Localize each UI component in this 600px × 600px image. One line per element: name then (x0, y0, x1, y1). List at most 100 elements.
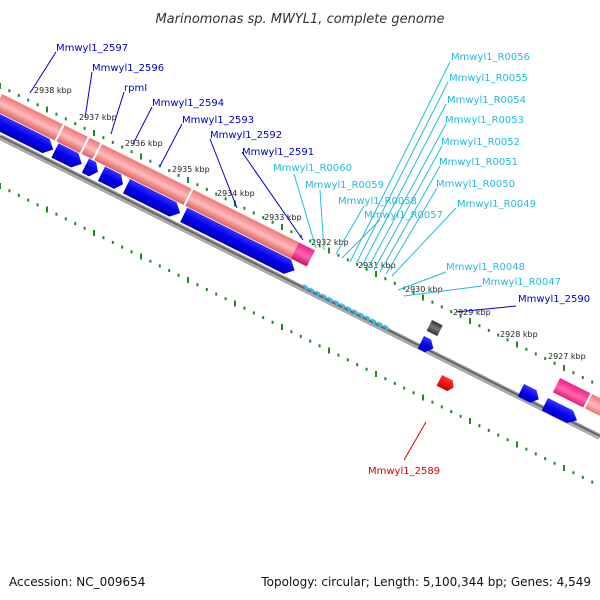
trna-arrow[interactable] (358, 311, 364, 320)
trna-arrow[interactable] (309, 287, 315, 296)
leader-lines (29, 51, 517, 461)
tick-mark (478, 424, 481, 428)
tick-mark (356, 363, 359, 367)
trna-arrow[interactable] (321, 293, 327, 302)
label-mmwyl1-2594[interactable]: Mmwyl1_2594 (152, 98, 224, 109)
gene-bar-rpml[interactable] (81, 137, 101, 160)
tick-mark (83, 226, 86, 230)
scale-label: 2936 kbp (125, 139, 163, 148)
label-mmwyl1-r0055[interactable]: Mmwyl1_R0055 (449, 73, 528, 84)
trna-arrow[interactable] (365, 315, 370, 323)
tick-mark (224, 297, 227, 301)
label-mmwyl1-r0048[interactable]: Mmwyl1_R0048 (446, 262, 525, 273)
tick-mark (243, 306, 246, 310)
rrna-bar-right[interactable] (552, 378, 591, 408)
label-mmwyl1-r0052[interactable]: Mmwyl1_R0052 (441, 137, 520, 148)
tick-mark (375, 371, 377, 377)
tick-mark (591, 480, 594, 484)
tick-mark (497, 333, 500, 337)
trna-arrow[interactable] (315, 290, 321, 299)
trna-arrow[interactable] (334, 299, 339, 308)
label-mmwyl1-2591[interactable]: Mmwyl1_2591 (242, 147, 314, 158)
cds-arrow-2590[interactable] (417, 336, 437, 355)
tick-mark (450, 410, 453, 414)
cds-arrow-2593[interactable] (122, 179, 184, 220)
trna-arrow[interactable] (352, 308, 358, 317)
tick-mark (591, 380, 594, 384)
pink-gene-track (0, 94, 315, 267)
label-mmwyl1-2593[interactable]: Mmwyl1_2593 (182, 115, 254, 126)
trna-arrow[interactable] (340, 302, 346, 311)
label-mmwyl1-r0053[interactable]: Mmwyl1_R0053 (445, 115, 524, 126)
label-mmwyl1-2596[interactable]: Mmwyl1_2596 (92, 63, 164, 74)
genome-summary-text: Topology: circular; Length: 5,100,344 bp… (260, 575, 591, 589)
tick-mark (328, 347, 330, 354)
trna-arrow[interactable] (377, 321, 383, 330)
trna-arrow[interactable] (327, 296, 333, 305)
gene-bar-2597[interactable] (0, 94, 63, 141)
tick-mark (74, 222, 77, 226)
tick-mark (271, 220, 274, 224)
trna-arrow[interactable] (371, 318, 377, 327)
scale-label: 2935 kbp (172, 165, 210, 174)
tick-mark (187, 277, 189, 283)
cds-arrow-2596[interactable] (51, 143, 85, 171)
label-rpml[interactable]: rpmI (124, 83, 147, 94)
cds-arrow-2592[interactable] (180, 207, 298, 278)
tick-mark (440, 305, 443, 309)
label-mmwyl1-r0049[interactable]: Mmwyl1_R0049 (457, 199, 536, 210)
tick-mark (46, 106, 48, 113)
cds-arrow-2594[interactable] (97, 166, 127, 192)
label-mmwyl1-2592[interactable]: Mmwyl1_2592 (210, 130, 282, 141)
gene-bar-2596[interactable] (56, 125, 88, 154)
gene-bar-2593[interactable] (185, 189, 299, 259)
scale-label: 2932 kbp (311, 238, 349, 247)
tick-mark (111, 140, 114, 144)
tick-mark (17, 93, 20, 97)
tick-mark (215, 192, 218, 196)
tick-mark (346, 258, 349, 262)
label-mmwyl1-r0056[interactable]: Mmwyl1_R0056 (451, 52, 530, 63)
tick-mark (55, 212, 58, 216)
cds-arrow-rpml[interactable] (81, 158, 102, 179)
cds-arrow-2589[interactable] (436, 375, 457, 393)
tick-mark (64, 217, 67, 221)
trna-arrow[interactable] (383, 324, 389, 333)
tick-mark (281, 224, 283, 230)
label-mmwyl1-r0050[interactable]: Mmwyl1_R0050 (436, 179, 515, 190)
tick-mark (309, 339, 312, 343)
tick-row-upper (0, 83, 594, 384)
cds-arrow-2597[interactable] (0, 112, 57, 157)
tick-mark (544, 457, 547, 461)
label-mmwyl1-r0059[interactable]: Mmwyl1_R0059 (305, 180, 384, 191)
trna-arrow[interactable] (303, 284, 308, 292)
tick-mark (93, 230, 95, 236)
scale-label: 2933 kbp (264, 213, 302, 222)
tick-mark (290, 230, 293, 234)
label-mmwyl1-r0054[interactable]: Mmwyl1_R0054 (447, 95, 526, 106)
gene-bar-2594[interactable] (94, 144, 192, 205)
label-mmwyl1-r0060[interactable]: Mmwyl1_R0060 (273, 163, 352, 174)
tick-mark (177, 273, 180, 277)
tick-mark (8, 89, 11, 93)
tick-mark (337, 353, 340, 357)
tick-mark (17, 193, 20, 197)
trna-arrow[interactable] (346, 305, 352, 314)
label-mmwyl1-2590[interactable]: Mmwyl1_2590 (518, 294, 590, 305)
cds-arrow-right-2[interactable] (541, 398, 580, 427)
label-mmwyl1-r0051[interactable]: Mmwyl1_R0051 (439, 157, 518, 168)
label-mmwyl1-r0058[interactable]: Mmwyl1_R0058 (338, 196, 417, 207)
gene-features (0, 94, 600, 427)
label-mmwyl1-r0057[interactable]: Mmwyl1_R0057 (364, 210, 443, 221)
tick-mark (130, 150, 133, 154)
scale-label: 2928 kbp (500, 330, 538, 339)
cds-arrow-right-1[interactable] (517, 384, 542, 405)
tick-mark (262, 316, 265, 320)
label-mmwyl1-2597[interactable]: Mmwyl1_2597 (56, 43, 128, 54)
tick-mark (55, 112, 58, 116)
label-mmwyl1-2589[interactable]: Mmwyl1_2589 (368, 466, 440, 477)
label-mmwyl1-r0047[interactable]: Mmwyl1_R0047 (482, 277, 561, 288)
tick-mark (440, 405, 443, 409)
rrna-bar[interactable] (290, 242, 315, 267)
pseudogene-box[interactable] (426, 320, 443, 337)
